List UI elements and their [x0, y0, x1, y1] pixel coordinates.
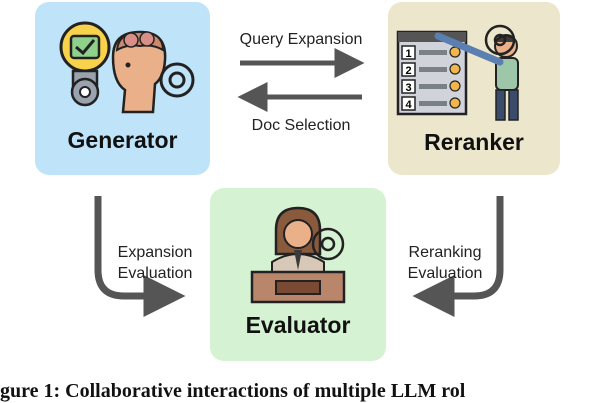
lightbulb-icon: [59, 21, 111, 107]
list-number: 1: [405, 48, 411, 60]
list-number-box: [401, 96, 416, 111]
llm-logo-icon: [159, 62, 195, 98]
evaluator-node: Evaluator: [210, 188, 386, 361]
evaluator-label: Evaluator: [245, 312, 351, 338]
list-row-line: [419, 101, 447, 106]
list-row-line: [419, 67, 447, 72]
doc-selection-label: Doc Selection: [251, 117, 351, 134]
reranker-illustration: 1 2 3 4: [396, 24, 519, 121]
figure-caption: gure 1: Collaborative interactions of mu…: [0, 380, 466, 402]
list-row-line: [419, 84, 447, 89]
reranking-evaluation-arrow: [412, 196, 504, 317]
list-avatar-icon: [449, 63, 461, 75]
person-at-desk-icon: [250, 206, 346, 304]
expansion-evaluation-arrow: [94, 196, 186, 317]
list-number-box: [401, 62, 416, 77]
evaluator-illustration: [250, 206, 346, 304]
list-number: 2: [405, 65, 411, 77]
list-avatar-icon: [449, 46, 461, 58]
expansion-evaluation-line2: Evaluation: [117, 265, 193, 282]
reranking-evaluation-line1: Reranking: [408, 244, 482, 261]
person-icon: [434, 32, 519, 121]
generator-label: Generator: [67, 127, 178, 153]
generator-illustration: [59, 21, 195, 114]
reranking-evaluation-label: Reranking Evaluation: [390, 242, 500, 284]
brain-head-icon: [111, 30, 167, 114]
expansion-evaluation-label: Expansion Evaluation: [100, 242, 210, 284]
list-avatar-icon: [449, 97, 461, 109]
list-number: 3: [405, 82, 411, 94]
expansion-evaluation-line1: Expansion: [117, 244, 193, 261]
query-expansion-label: Query Expansion: [239, 31, 363, 48]
list-number-box: [401, 79, 416, 94]
list-row-line: [419, 50, 447, 55]
llm-logo-icon: [311, 227, 345, 261]
reranker-node: 1 2 3 4 Reranker: [388, 2, 560, 175]
generator-node: Generator: [35, 2, 210, 175]
list-avatar-icon: [449, 80, 461, 92]
reranking-evaluation-line2: Evaluation: [407, 265, 483, 282]
llm-logo-icon: [484, 24, 516, 56]
reranker-label: Reranker: [424, 129, 524, 155]
list-number: 4: [405, 99, 412, 111]
list-number-box: [401, 45, 416, 60]
